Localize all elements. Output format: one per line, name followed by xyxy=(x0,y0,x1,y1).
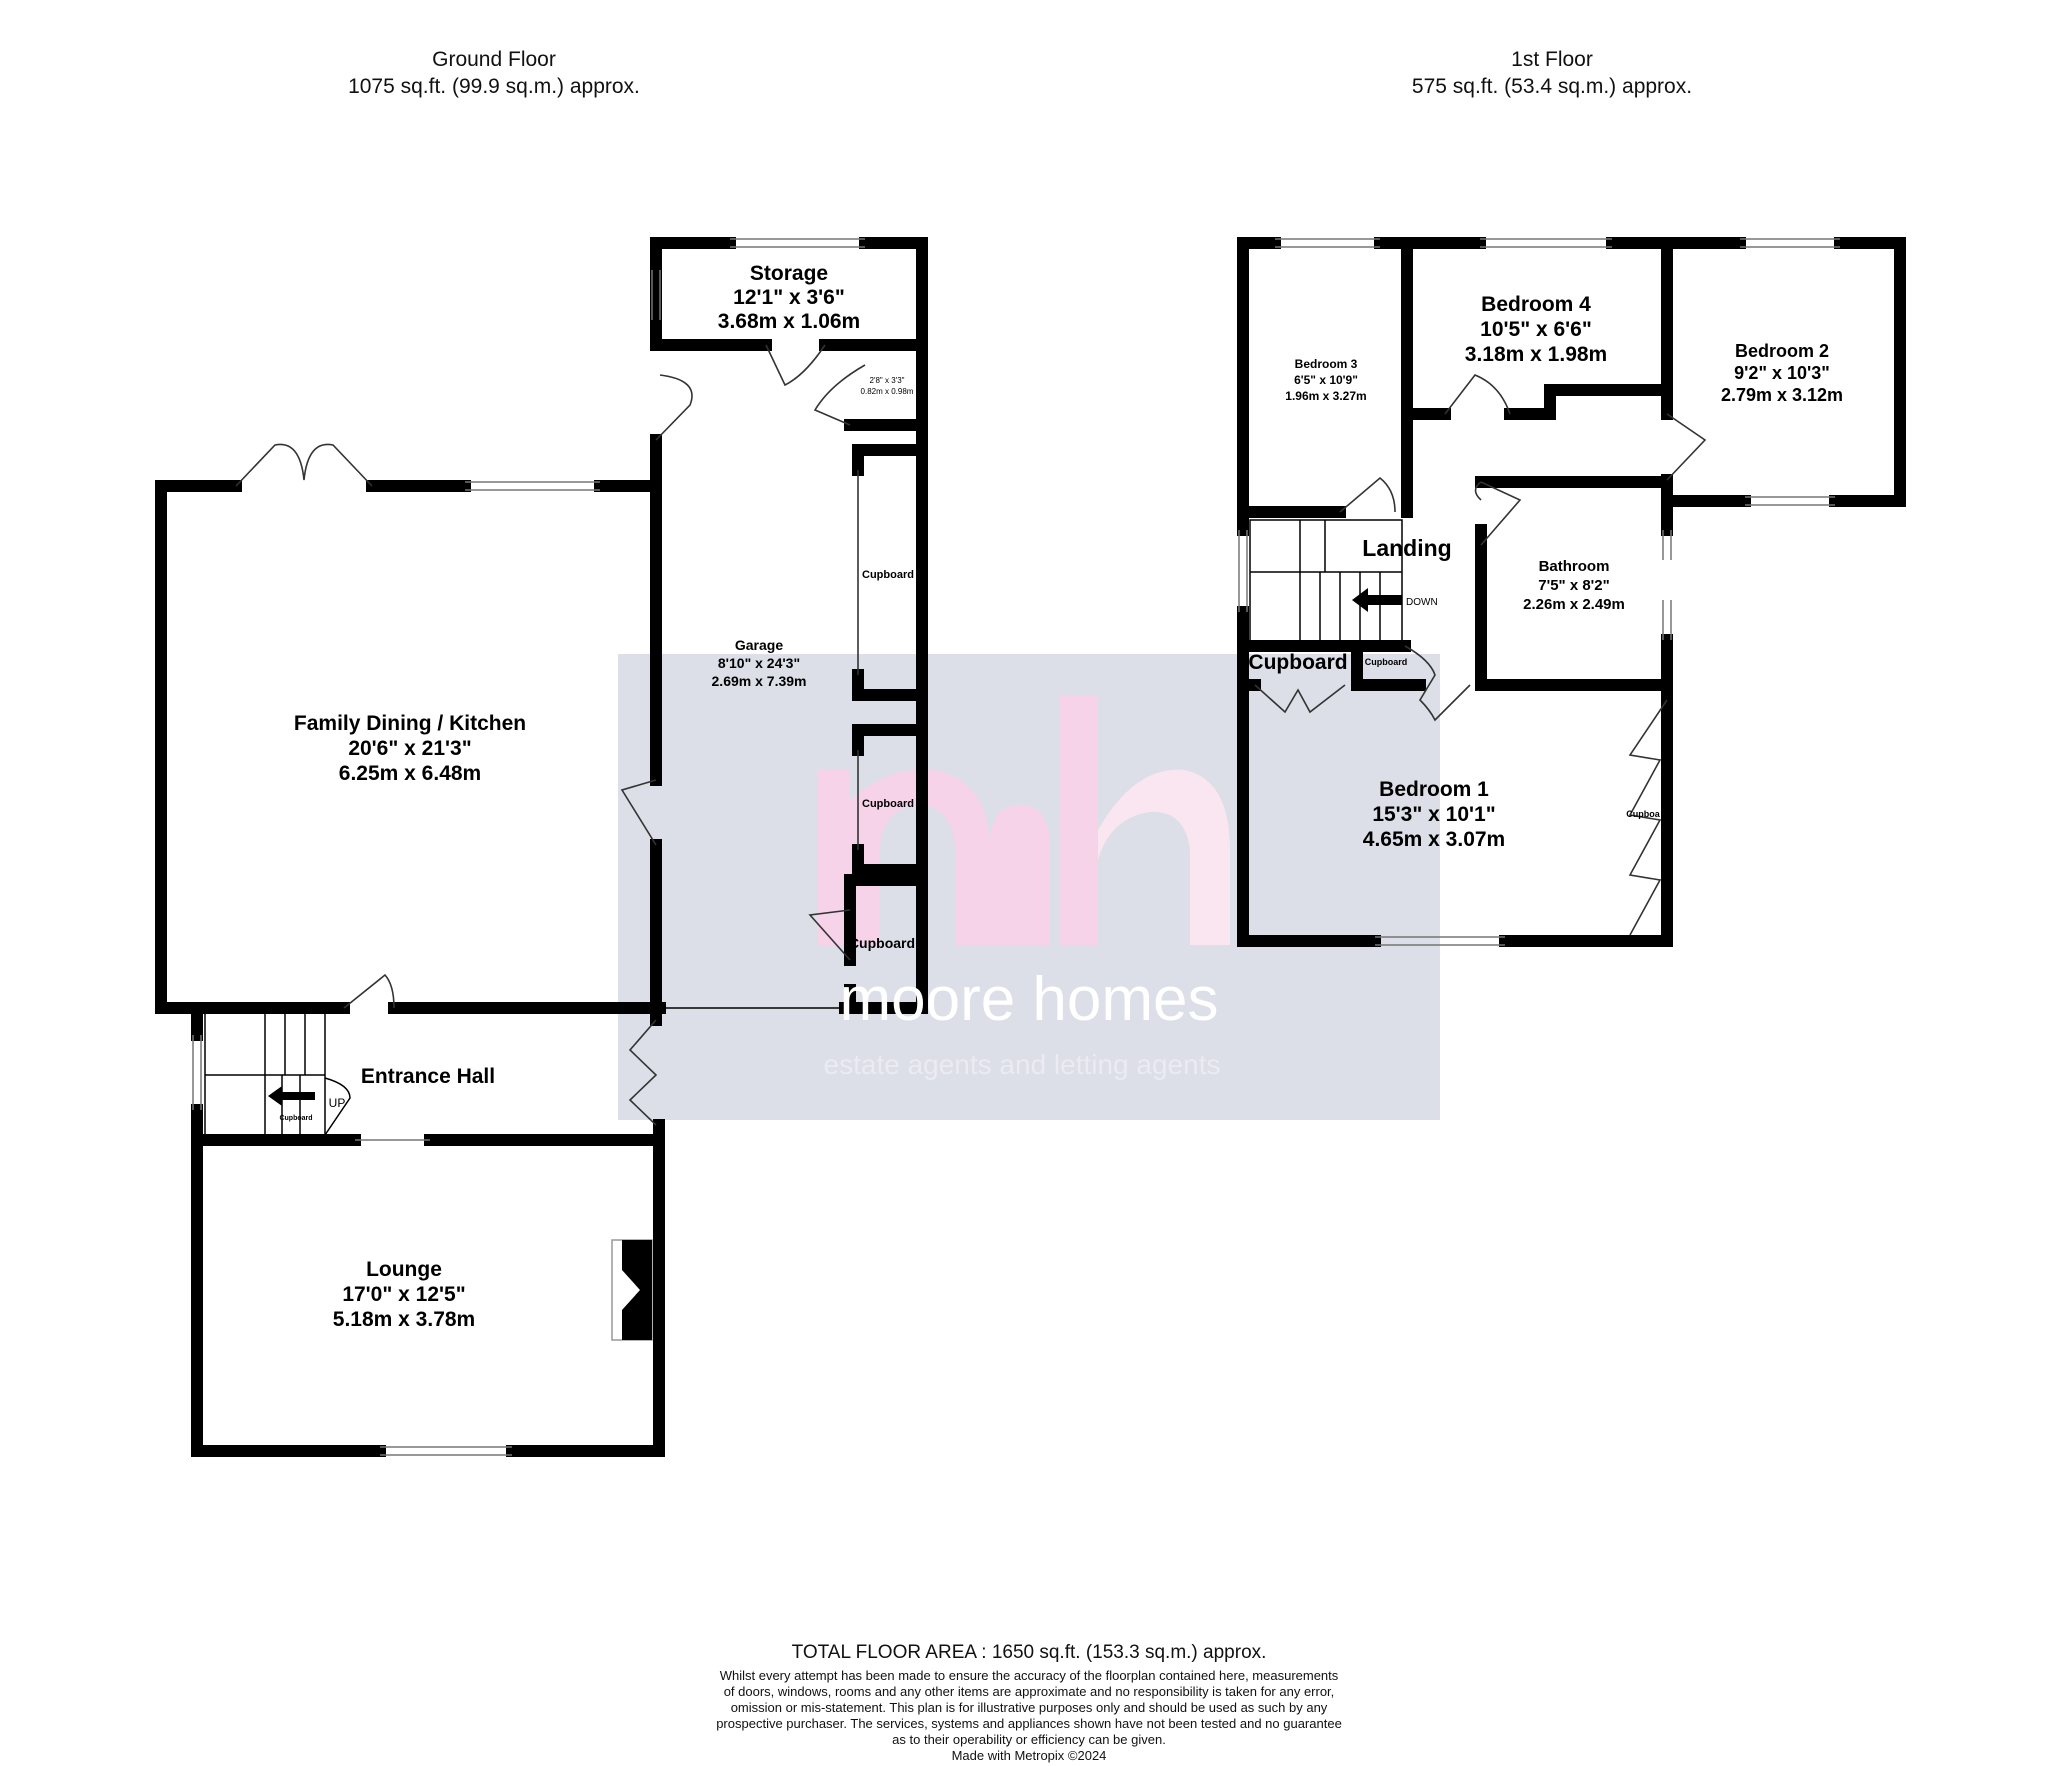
svg-text:10'5" x 6'6": 10'5" x 6'6" xyxy=(1480,318,1592,341)
svg-text:6.25m x 6.48m: 6.25m x 6.48m xyxy=(339,762,481,785)
svg-text:3.68m x 1.06m: 3.68m x 1.06m xyxy=(718,310,860,333)
svg-text:4.65m x 3.07m: 4.65m x 3.07m xyxy=(1363,828,1505,851)
room-bedroom-4: Bedroom 4 10'5" x 6'6" 3.18m x 1.98m xyxy=(1465,293,1607,366)
watermark-brand: moore homes xyxy=(839,965,1218,1034)
room-storage-cupboard: 2'8" x 3'3" 0.82m x 0.98m xyxy=(861,376,914,396)
svg-text:Whilst every attempt has been: Whilst every attempt has been made to en… xyxy=(720,1668,1339,1683)
svg-text:9'2" x 10'3": 9'2" x 10'3" xyxy=(1734,363,1830,383)
svg-text:Lounge: Lounge xyxy=(366,1258,442,1281)
understairs-cupboard: Cupboard xyxy=(279,1115,312,1122)
svg-text:8'10" x 24'3": 8'10" x 24'3" xyxy=(718,655,800,671)
svg-text:Bedroom 1: Bedroom 1 xyxy=(1379,778,1489,801)
room-bedroom-3: Bedroom 3 6'5" x 10'9" 1.96m x 3.27m xyxy=(1285,357,1366,403)
total-floor-area: TOTAL FLOOR AREA : 1650 sq.ft. (153.3 sq… xyxy=(792,1642,1267,1663)
room-garage: Garage 8'10" x 24'3" 2.69m x 7.39m xyxy=(712,637,807,689)
room-kitchen: Family Dining / Kitchen 20'6" x 21'3" 6.… xyxy=(294,712,526,785)
svg-text:Storage: Storage xyxy=(750,262,828,285)
ground-floor-area: 1075 sq.ft. (99.9 sq.m.) approx. xyxy=(348,75,640,98)
svg-text:20'6" x 21'3": 20'6" x 21'3" xyxy=(348,737,471,760)
garage-cupboard-1: Cupboard xyxy=(862,569,914,581)
room-bedroom-1: Bedroom 1 15'3" x 10'1" 4.65m x 3.07m xyxy=(1363,778,1505,851)
svg-text:prospective purchaser. The ser: prospective purchaser. The services, sys… xyxy=(716,1716,1342,1731)
svg-text:0.82m x 0.98m: 0.82m x 0.98m xyxy=(861,387,914,396)
first-floor-walls xyxy=(1237,237,1906,947)
cupboard-large: Cupboard xyxy=(1248,651,1347,674)
metropix-credit: Made with Metropix ©2024 xyxy=(952,1748,1107,1763)
svg-text:2.79m x 3.12m: 2.79m x 3.12m xyxy=(1721,385,1843,405)
first-floor-fixtures xyxy=(1238,238,1840,946)
garage-cupboard-3: Cupboard xyxy=(849,935,915,951)
svg-text:15'3" x 10'1": 15'3" x 10'1" xyxy=(1372,803,1495,826)
svg-text:of doors, windows, rooms and a: of doors, windows, rooms and any other i… xyxy=(724,1684,1335,1699)
svg-text:Bedroom 2: Bedroom 2 xyxy=(1735,341,1829,361)
stairs-up-arrow-icon xyxy=(268,1086,315,1106)
svg-text:Bedroom 4: Bedroom 4 xyxy=(1481,293,1591,316)
svg-text:Garage: Garage xyxy=(735,637,783,653)
svg-text:12'1" x 3'6": 12'1" x 3'6" xyxy=(733,286,845,309)
bedroom-1-cupboard: Cupboa xyxy=(1626,809,1660,819)
svg-text:Bedroom 3: Bedroom 3 xyxy=(1295,357,1358,371)
first-stairs xyxy=(1249,519,1403,645)
cupboard-small: Cupboard xyxy=(1365,657,1408,667)
room-landing: Landing xyxy=(1362,535,1451,561)
watermark-logo xyxy=(818,695,1230,945)
svg-text:omission or mis-statement. Thi: omission or mis-statement. This plan is … xyxy=(731,1700,1328,1715)
room-storage: Storage 12'1" x 3'6" 3.68m x 1.06m xyxy=(718,262,860,333)
first-floor-title: 1st Floor xyxy=(1511,48,1593,71)
first-stairs-label: DOWN xyxy=(1406,597,1438,608)
svg-text:Bathroom: Bathroom xyxy=(1539,558,1610,575)
room-bathroom: Bathroom 7'5" x 8'2" 2.26m x 2.49m xyxy=(1523,558,1625,613)
svg-text:2'8" x 3'3": 2'8" x 3'3" xyxy=(870,376,905,385)
ground-floor-title: Ground Floor xyxy=(432,48,556,71)
svg-text:1.96m x 3.27m: 1.96m x 3.27m xyxy=(1285,389,1366,403)
watermark-tagline: estate agents and letting agents xyxy=(824,1049,1221,1080)
garage-cupboard-2: Cupboard xyxy=(862,798,914,810)
svg-text:17'0" x 12'5": 17'0" x 12'5" xyxy=(342,1283,465,1306)
svg-text:6'5" x 10'9": 6'5" x 10'9" xyxy=(1294,373,1358,387)
svg-text:7'5" x 8'2": 7'5" x 8'2" xyxy=(1538,577,1609,594)
disclaimer: Whilst every attempt has been made to en… xyxy=(716,1668,1342,1747)
ground-stairs xyxy=(204,1011,351,1137)
ground-floor-walls xyxy=(155,237,928,1457)
svg-text:as to their operability or eff: as to their operability or efficiency ca… xyxy=(892,1732,1166,1747)
svg-text:3.18m x 1.98m: 3.18m x 1.98m xyxy=(1465,343,1607,366)
svg-text:5.18m x 3.78m: 5.18m x 3.78m xyxy=(333,1308,475,1331)
room-bedroom-2: Bedroom 2 9'2" x 10'3" 2.79m x 3.12m xyxy=(1721,341,1843,405)
stairs-down-arrow-icon xyxy=(1352,588,1402,612)
room-entrance-hall: Entrance Hall xyxy=(361,1065,495,1088)
room-lounge: Lounge 17'0" x 12'5" 5.18m x 3.78m xyxy=(333,1258,475,1331)
svg-text:2.69m x 7.39m: 2.69m x 7.39m xyxy=(712,673,807,689)
svg-text:Family Dining / Kitchen: Family Dining / Kitchen xyxy=(294,712,526,735)
ground-floor-fixtures xyxy=(192,238,866,1456)
first-floor-area: 575 sq.ft. (53.4 sq.m.) approx. xyxy=(1412,75,1692,98)
svg-text:2.26m x 2.49m: 2.26m x 2.49m xyxy=(1523,596,1625,613)
fireplace-hearth xyxy=(622,1240,652,1340)
ground-stairs-label: UP xyxy=(329,1096,346,1110)
